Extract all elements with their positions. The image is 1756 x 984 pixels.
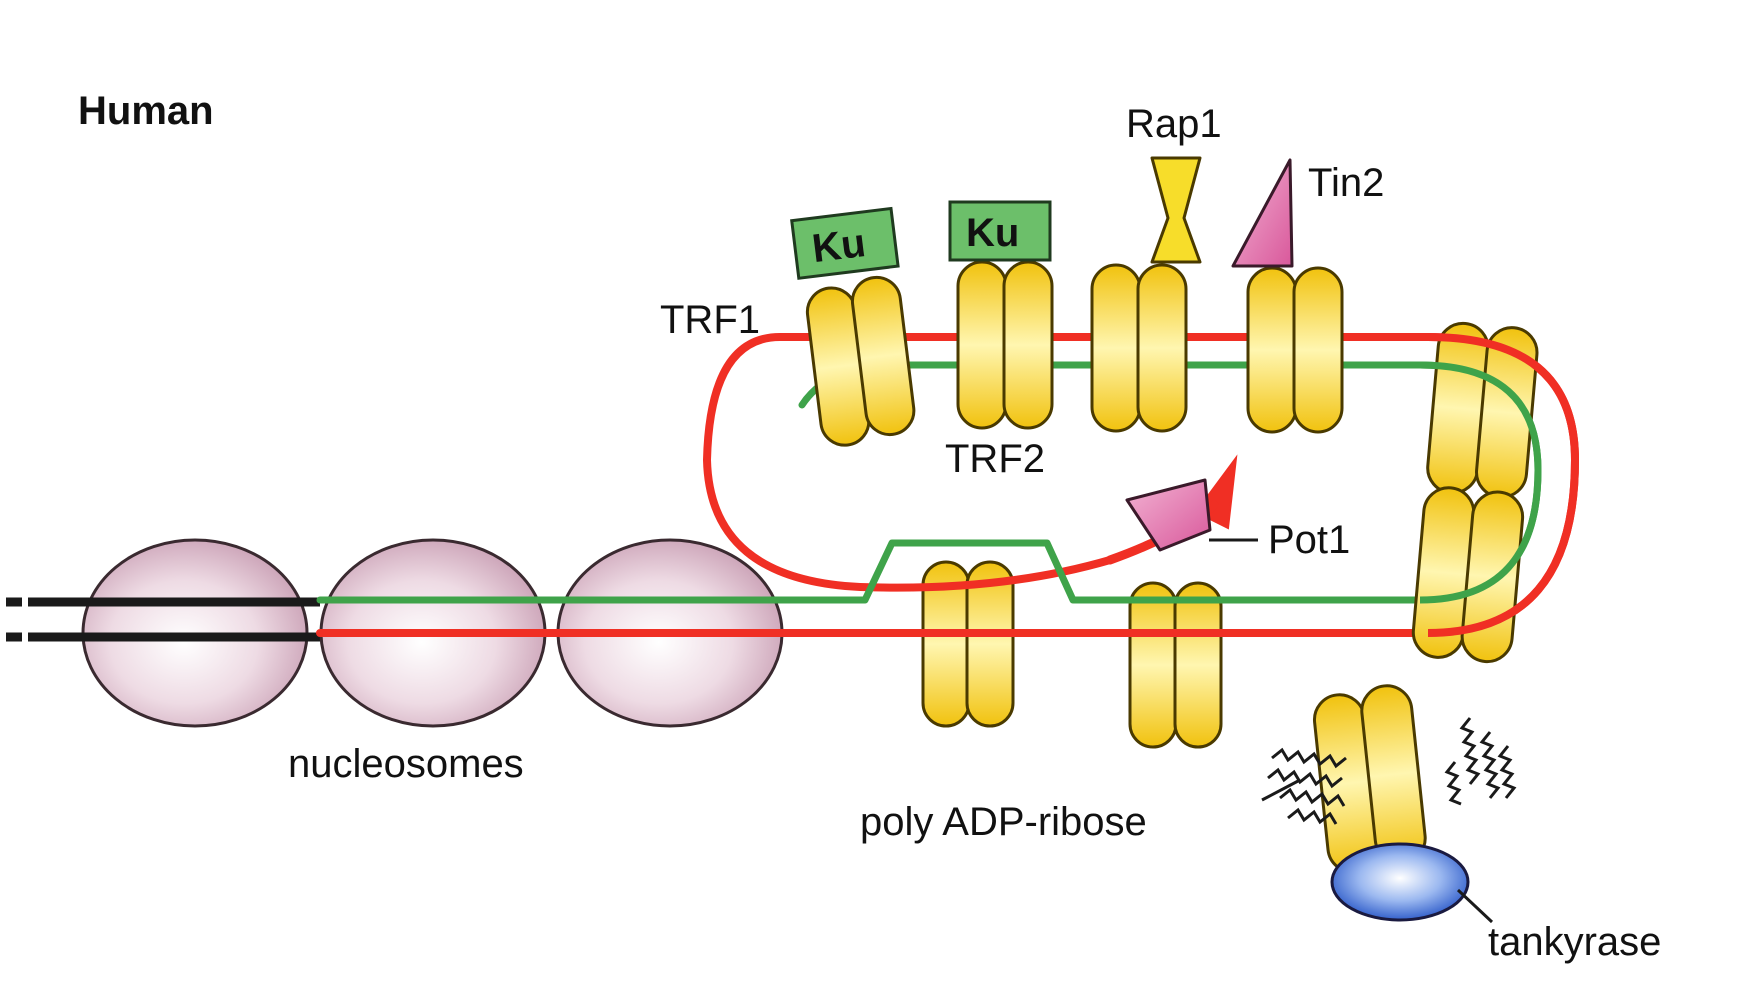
- trf-subunit: [1173, 581, 1223, 749]
- ku-complex-2: Ku: [948, 200, 1052, 262]
- adp-ribose-chain: [1279, 787, 1346, 807]
- trf1-dimer-tin2: [1246, 266, 1344, 434]
- trf-subunit: [1136, 263, 1188, 433]
- green-strand-bend-overlay: [1419, 361, 1542, 604]
- red-strand-bend-overlay: [1427, 333, 1580, 637]
- poly-adp-ribose-chains: [1267, 717, 1517, 825]
- label-tin2: Tin2: [1308, 161, 1384, 205]
- ku-complex-1: Ku: [790, 206, 900, 280]
- ku-label: Ku: [966, 211, 1019, 255]
- trf-subunit: [1246, 266, 1298, 434]
- trf2-lower-1: [921, 560, 1015, 728]
- adp-ribose-chain: [1479, 731, 1501, 799]
- ku-box: [790, 206, 900, 280]
- trf-subunit: [956, 260, 1008, 430]
- tankyrase-protein: [1330, 842, 1470, 922]
- trf-subunit: [1292, 266, 1344, 434]
- label-pot1: Pot1: [1268, 518, 1350, 562]
- tin2-protein: [1231, 158, 1294, 268]
- adp-ribose-chain: [1497, 745, 1517, 799]
- trf-subunit: [1090, 263, 1142, 433]
- trf-subunit: [965, 560, 1015, 728]
- adp-ribose-chain: [1459, 717, 1481, 785]
- label-tankyrase: tankyrase: [1488, 920, 1661, 964]
- adp-ribose-chain: [1444, 761, 1462, 806]
- trf2-lower-2: [1128, 581, 1223, 749]
- ku-label: Ku: [810, 221, 868, 271]
- trf1-tankyrase-dimer: [1312, 684, 1427, 874]
- trf-subunit: [850, 275, 916, 437]
- poly-adp-ribose-pointer: [1261, 778, 1301, 802]
- trf2-dimer-rap1: [1090, 263, 1188, 433]
- adp-ribose-chain: [1271, 747, 1347, 769]
- trf-subunit: [1128, 581, 1178, 749]
- diagram-title: Human: [78, 89, 214, 133]
- trf1-dimer: [805, 275, 916, 447]
- adp-ribose-chain: [1267, 767, 1343, 789]
- label-poly-adp-ribose: poly ADP-ribose: [860, 800, 1147, 844]
- pot1-protein: [1125, 478, 1212, 552]
- tankyrase-pointer: [1456, 888, 1494, 924]
- label-trf1: TRF1: [660, 298, 760, 342]
- trf-subunit: [1002, 260, 1054, 430]
- trf2-dimer-ku: [956, 260, 1054, 430]
- rap1-protein: [1150, 156, 1202, 264]
- label-trf2: TRF2: [945, 437, 1045, 481]
- ku-box: [948, 200, 1052, 262]
- adp-ribose-chain: [1287, 807, 1338, 825]
- label-nucleosomes: nucleosomes: [288, 742, 524, 786]
- label-rap1: Rap1: [1126, 102, 1222, 146]
